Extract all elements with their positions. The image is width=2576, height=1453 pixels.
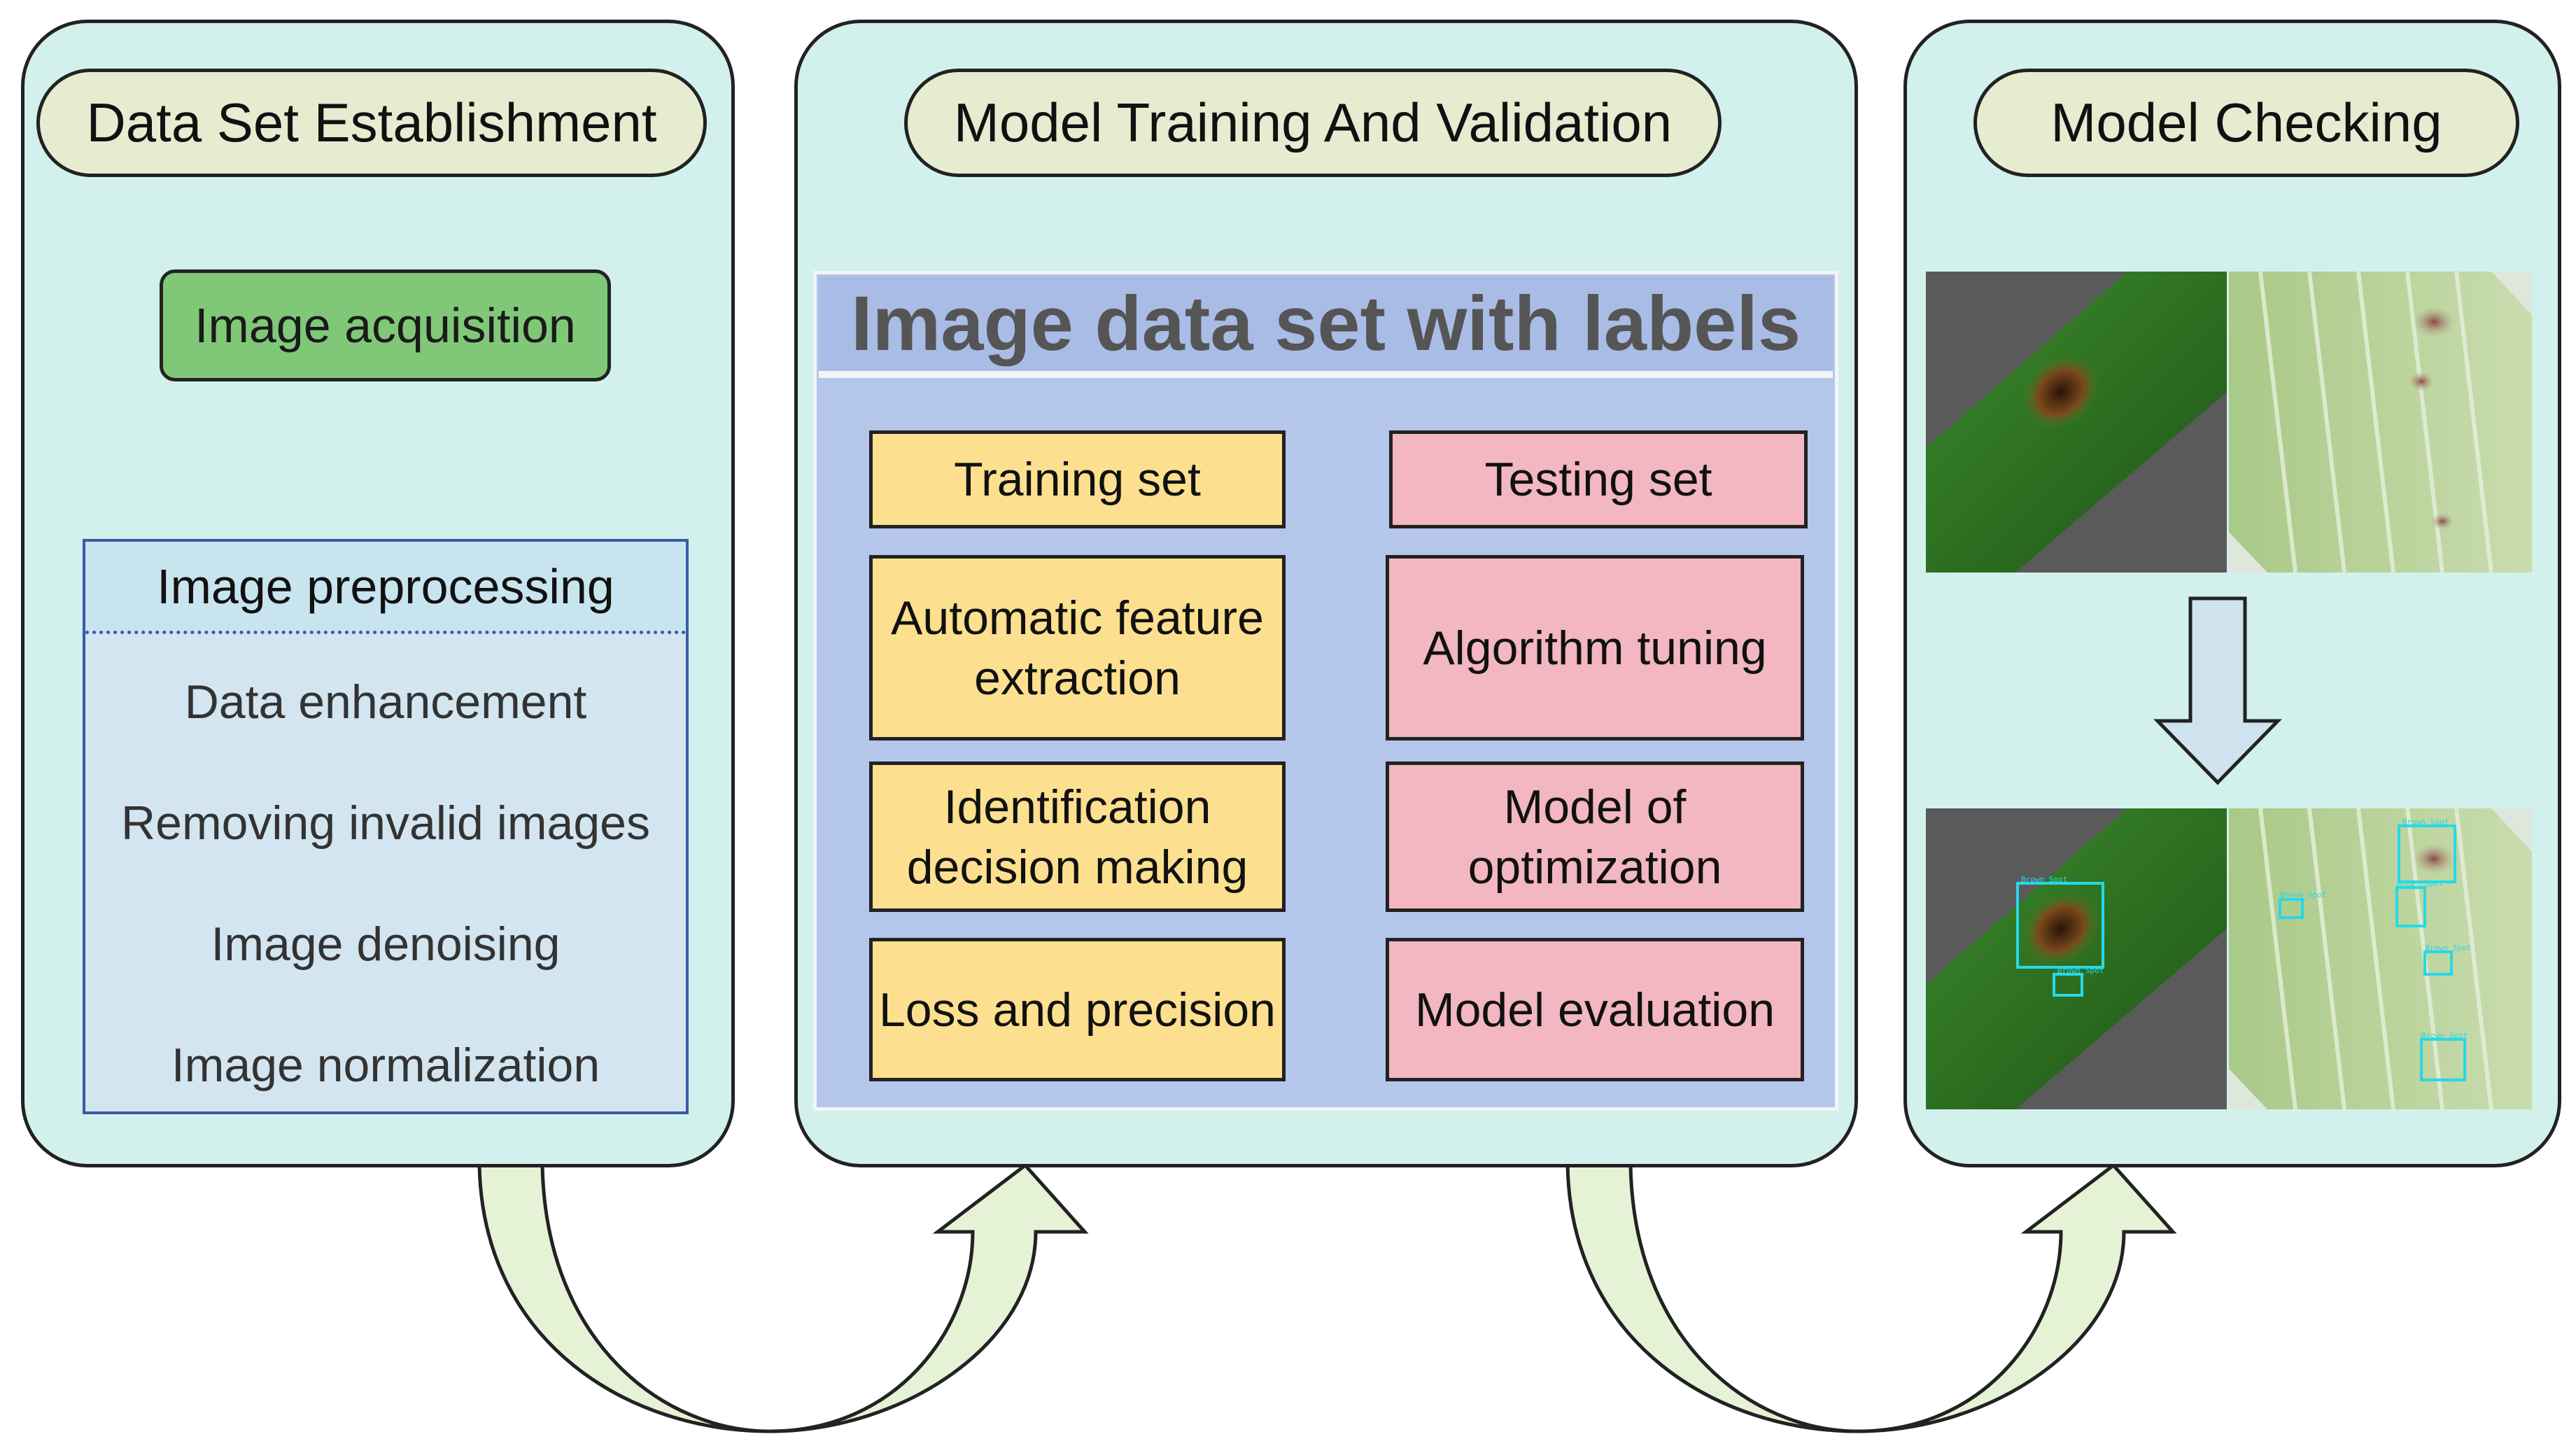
labeled-dataset-banner: Image data set with labels [819, 276, 1833, 378]
model-evaluation-box: Model evaluation [1386, 938, 1804, 1081]
detection-box [2016, 882, 2104, 969]
model-optimization-box: Model of optimization [1386, 761, 1804, 912]
preprocessing-header: Image preprocessing [85, 542, 686, 634]
detection-box [2395, 886, 2426, 927]
algorithm-tuning-box: Algorithm tuning [1386, 555, 1804, 740]
detected-leaf-image-dark [1926, 808, 2227, 1109]
decision-making-box: Identification decision making [869, 761, 1286, 912]
preprocessing-item: Data enhancement [184, 675, 587, 729]
preprocessing-item: Image normalization [171, 1039, 600, 1092]
detection-label: Brown_Spot [2421, 1031, 2468, 1040]
detection-label: Brown_Spot [2021, 875, 2068, 884]
training-title: Model Training And Validation [904, 69, 1722, 177]
detection-label: Brown_Spot [2057, 966, 2104, 975]
training-set-box: Training set [869, 430, 1286, 528]
curved-arrow-2 [1565, 1163, 2177, 1433]
image-acquisition-box: Image acquisition [160, 269, 611, 381]
detection-box [2398, 824, 2456, 883]
preprocessing-group: Image preprocessing Data enhancement Rem… [83, 539, 689, 1114]
curved-arrow-1 [477, 1163, 1089, 1433]
feature-extraction-box: Automatic feature extraction [869, 555, 1286, 740]
detection-box [2279, 898, 2304, 919]
detection-box [2053, 973, 2083, 997]
detection-label: Brown_Spot [2280, 890, 2327, 899]
down-arrow-icon [2153, 596, 2282, 785]
input-leaf-image-dark [1926, 272, 2227, 573]
detected-leaf-image-light [2229, 808, 2532, 1110]
detection-box [2420, 1038, 2466, 1081]
detection-label: Brown_Spot [2425, 943, 2472, 953]
testing-set-box: Testing set [1389, 430, 1808, 528]
detection-label: Brown_Spot [2397, 879, 2444, 888]
loss-precision-box: Loss and precision [869, 938, 1286, 1081]
preprocessing-item: Removing invalid images [121, 796, 650, 850]
dataset-title: Data Set Establishment [36, 69, 707, 177]
detection-box [2423, 950, 2453, 976]
detection-label: Brown_Spot [2402, 817, 2449, 827]
checking-title: Model Checking [1973, 69, 2519, 177]
input-leaf-image-light [2229, 271, 2532, 573]
preprocessing-item: Image denoising [211, 918, 561, 971]
